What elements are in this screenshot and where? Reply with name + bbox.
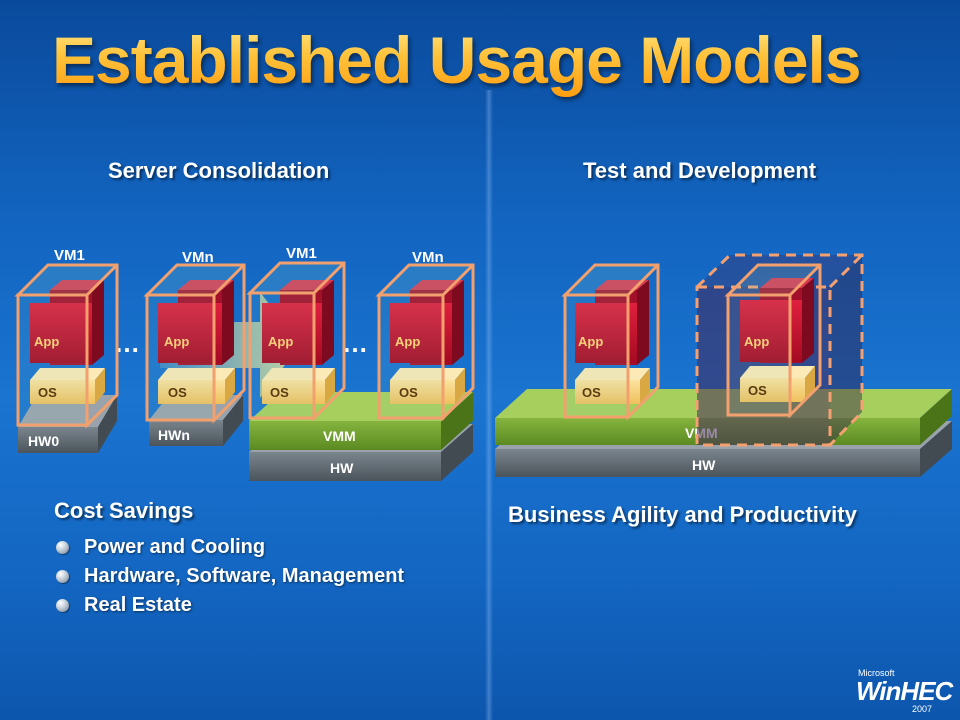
vm-stack-after-vm1 bbox=[246, 261, 346, 422]
list-item-label: Hardware, Software, Management bbox=[84, 565, 405, 587]
winhec-year: 2007 bbox=[912, 704, 933, 714]
list-item: Power and Cooling bbox=[56, 533, 404, 562]
winhec-logo: Microsoft WinHEC 2007 bbox=[848, 664, 953, 714]
vm1-before-label: VM1 bbox=[54, 247, 85, 264]
vm1-after-os-label: OS bbox=[270, 385, 289, 400]
vm1-after-app-label: App bbox=[268, 334, 293, 349]
testdev-vm2-app-label: App bbox=[744, 334, 769, 349]
vmn-before-os-label: OS bbox=[168, 385, 187, 400]
vmn-after-label: VMn bbox=[412, 249, 444, 266]
microsoft-wordmark: Microsoft bbox=[858, 668, 895, 678]
vm1-after-label: VM1 bbox=[286, 245, 317, 262]
vmn-before-label: VMn bbox=[182, 249, 214, 266]
vm-stack-testdev-2 bbox=[724, 263, 822, 419]
cost-savings-list: Power and Cooling Hardware, Software, Ma… bbox=[56, 533, 404, 620]
testdev-hw-label: HW bbox=[692, 457, 716, 473]
vm-stack-testdev-1 bbox=[561, 263, 660, 421]
vm1-before-os-label: OS bbox=[38, 385, 57, 400]
bullet-icon bbox=[56, 599, 69, 612]
list-item-label: Power and Cooling bbox=[84, 536, 266, 558]
slide-title: Established Usage Models bbox=[52, 23, 862, 97]
consolidated-vmm-label: VMM bbox=[323, 428, 356, 444]
test-development-heading: Test and Development bbox=[583, 158, 817, 183]
list-item-label: Real Estate bbox=[84, 594, 192, 616]
list-item: Hardware, Software, Management bbox=[56, 562, 404, 591]
ellipsis-after: … bbox=[342, 328, 368, 358]
bullet-icon bbox=[56, 570, 69, 583]
testdev-vm2-os-label: OS bbox=[748, 383, 767, 398]
vmn-before-app-label: App bbox=[164, 334, 189, 349]
section-divider bbox=[485, 90, 493, 720]
vm1-before-app-label: App bbox=[34, 334, 59, 349]
vm-stack-before-vm1 bbox=[14, 263, 119, 429]
server-consolidation-heading: Server Consolidation bbox=[108, 158, 330, 183]
cost-savings-heading: Cost Savings bbox=[54, 498, 194, 523]
testdev-vm1-app-label: App bbox=[578, 334, 603, 349]
business-agility-heading: Business Agility and Productivity bbox=[508, 502, 857, 527]
consolidated-hw-label: HW bbox=[330, 460, 354, 476]
bullet-icon bbox=[56, 541, 69, 554]
vm-stack-before-vmn bbox=[143, 263, 246, 424]
list-item: Real Estate bbox=[56, 591, 404, 620]
hwn-label: HWn bbox=[158, 427, 190, 443]
vmn-after-app-label: App bbox=[395, 334, 420, 349]
testdev-vm1-os-label: OS bbox=[582, 385, 601, 400]
winhec-wordmark: WinHEC bbox=[856, 676, 953, 706]
vmn-after-os-label: OS bbox=[399, 385, 418, 400]
vm-stack-after-vmn bbox=[375, 263, 475, 422]
hw0-label: HW0 bbox=[28, 433, 59, 449]
